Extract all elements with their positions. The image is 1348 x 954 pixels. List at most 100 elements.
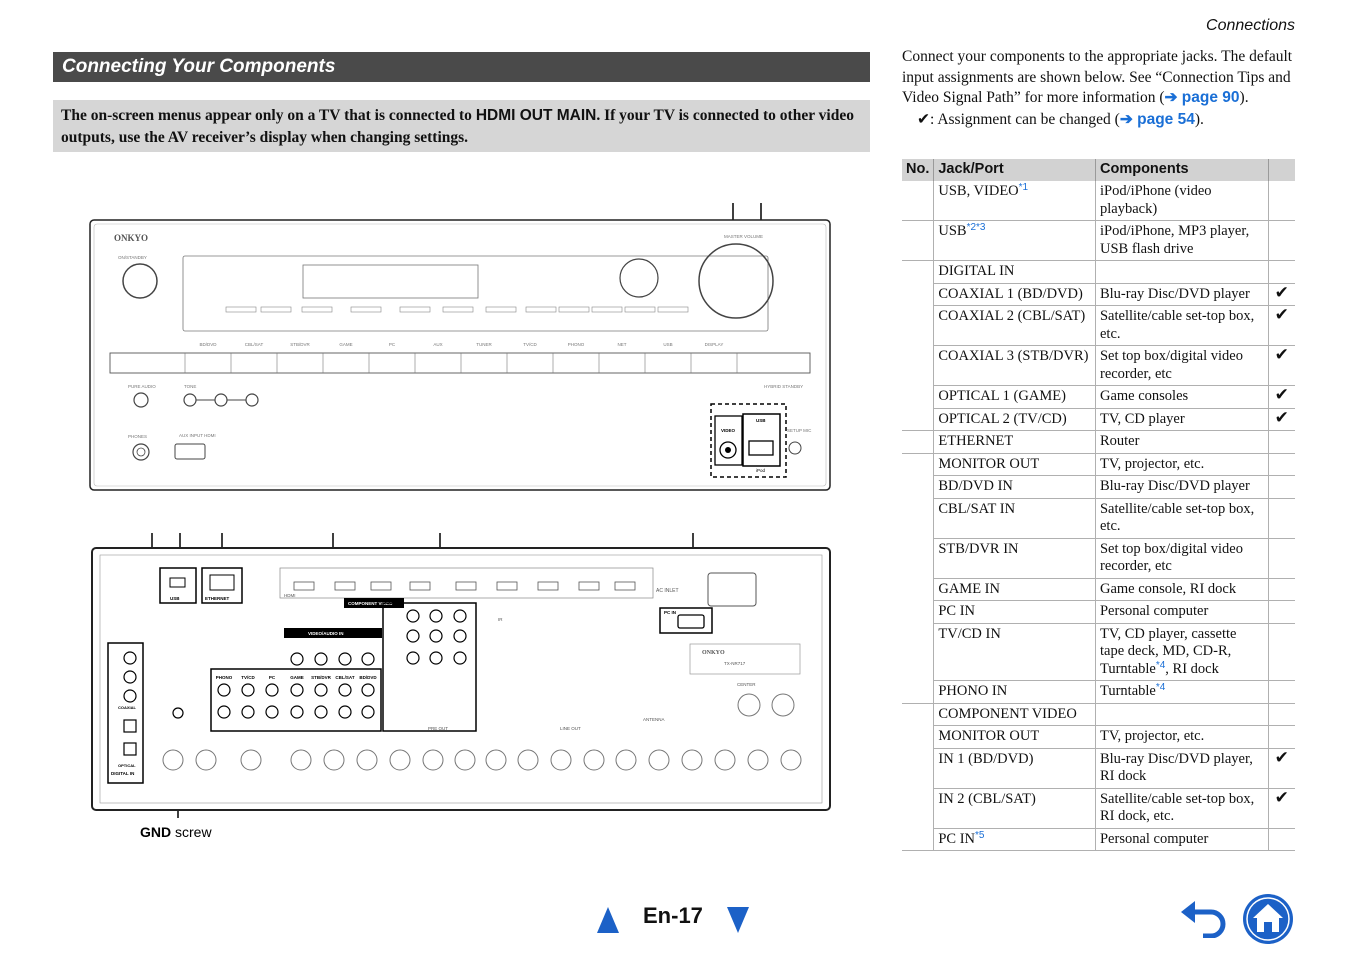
checkmark-icon: ✔ (1267, 408, 1295, 431)
footnote-ref[interactable]: *5 (975, 829, 985, 841)
row-check (1267, 578, 1295, 601)
row-jack: BD/DVD IN (933, 475, 1096, 499)
front-brand: ONKYO (114, 233, 148, 243)
rear-model: TX-NR717 (724, 661, 746, 666)
page-number: En-17 (643, 903, 703, 928)
row-components: TV, projector, etc. (1094, 725, 1269, 749)
jack-label: ETHERNET (938, 433, 1014, 449)
row-number (902, 430, 934, 454)
note-prefix: ✔: Assignment can be changed ( (917, 110, 1120, 128)
jack-label: BD/DVD IN (938, 478, 1013, 494)
row-number (902, 538, 934, 578)
svg-text:GAME: GAME (339, 342, 352, 347)
row-check (1267, 181, 1295, 221)
row-jack: COAXIAL 3 (STB/DVR) (933, 345, 1096, 386)
intro-body: Connect your components to the appropria… (902, 48, 1293, 106)
row-number (902, 726, 934, 749)
row-components: iPod/iPhone (video playback) (1094, 181, 1269, 221)
row-jack: STB/DVR IN (933, 538, 1096, 579)
svg-text:GAME: GAME (290, 675, 304, 680)
row-jack: COMPONENT VIDEO (933, 703, 1096, 726)
row-jack: USB, VIDEO*1 (933, 181, 1096, 221)
row-jack: IN 2 (CBL/SAT) (933, 788, 1096, 829)
row-number (902, 623, 934, 681)
page-54-link[interactable]: ➔ page 54 (1119, 110, 1195, 128)
row-components: Turntable*4 (1094, 680, 1269, 704)
svg-text:PC: PC (389, 342, 396, 347)
row-jack: DIGITAL IN (933, 260, 1096, 284)
row-check (1267, 260, 1295, 284)
row-components: Satellite/cable set-top box, etc. (1094, 498, 1269, 539)
footnote-ref[interactable]: *4 (1155, 682, 1166, 693)
jack-label: CBL/SAT IN (938, 500, 1016, 517)
row-jack: PHONO IN (933, 680, 1096, 704)
table-row: COAXIAL 2 (CBL/SAT)Satellite/cable set-t… (902, 305, 1295, 346)
pre-out-label: PRE OUT (428, 726, 448, 731)
row-components: Satellite/cable set-top box, RI dock, et… (1094, 788, 1269, 829)
table-row: PHONO IN Turntable*4 (902, 680, 1295, 704)
footnote-ref[interactable]: *2*3 (966, 222, 986, 233)
row-components: Set top box/digital video recorder, etc (1094, 345, 1269, 386)
row-number (902, 283, 934, 306)
master-volume-label: MASTER VOLUME (724, 234, 763, 239)
tone-label: TONE (184, 384, 196, 389)
checkmark-icon: ✔ (1267, 305, 1295, 346)
row-jack: ETHERNET (933, 430, 1096, 454)
jack-label: COMPONENT VIDEO (938, 705, 1077, 722)
row-check (1267, 623, 1295, 681)
row-components: TV, CD player, cassette tape deck, MD, C… (1094, 623, 1269, 681)
footnote-ref[interactable]: *1 (1018, 182, 1029, 193)
table-row: OPTICAL 1 (GAME)Game consoles✔ (902, 385, 1295, 409)
row-check (1267, 600, 1295, 624)
prev-page-arrow-icon[interactable] (597, 907, 619, 933)
table-row: COAXIAL 3 (STB/DVR)Set top box/digital v… (902, 345, 1295, 386)
row-jack: CBL/SAT IN (933, 498, 1096, 539)
table-row: BD/DVD IN Blu-ray Disc/DVD player (902, 475, 1295, 499)
row-number (902, 476, 934, 499)
table-row: IN 2 (CBL/SAT)Satellite/cable set-top bo… (902, 788, 1295, 829)
row-number (902, 828, 934, 851)
row-components: Satellite/cable set-top box, etc. (1094, 305, 1269, 346)
svg-text:BD/DVD: BD/DVD (199, 342, 217, 347)
intro-end: ). (1239, 89, 1249, 106)
col-components: Components (1094, 159, 1269, 181)
next-page-arrow-icon[interactable] (727, 907, 749, 933)
note-end: ). (1194, 110, 1204, 128)
page-90-link[interactable]: ➔ page 90 (1164, 89, 1240, 106)
row-jack: COAXIAL 1 (BD/DVD) (933, 283, 1096, 306)
jack-label: MONITOR OUT (938, 455, 1040, 472)
table-row: DIGITAL IN (902, 260, 1295, 284)
svg-text:TUNER: TUNER (476, 342, 492, 347)
svg-text:TV/CD: TV/CD (523, 342, 537, 347)
jack-label: DIGITAL IN (938, 263, 1015, 279)
svg-text:PHONO: PHONO (568, 342, 585, 347)
back-arrow-icon[interactable] (1181, 898, 1231, 938)
row-check (1267, 498, 1295, 539)
jack-label: PC IN (938, 830, 976, 847)
row-components: Blu-ray Disc/DVD player (1094, 475, 1269, 499)
jack-label: STB/DVR IN (938, 540, 1019, 557)
front-video-label: VIDEO (721, 428, 736, 433)
ir-label: IR (498, 617, 503, 622)
component-video-label: COMPONENT VIDEO (348, 601, 393, 606)
center-label: CENTER (737, 682, 756, 687)
setup-mic-label: SETUP MIC (787, 428, 812, 433)
notice-keyword: HDMI OUT MAIN (475, 107, 597, 124)
row-number (902, 578, 934, 601)
row-jack: MONITOR OUT (933, 725, 1096, 749)
row-number (902, 220, 934, 261)
checkmark-icon: ✔ (1267, 748, 1295, 789)
rear-usb-label: USB (170, 596, 180, 601)
home-icon[interactable] (1242, 893, 1294, 945)
row-number (902, 181, 934, 221)
row-components: Game console, RI dock (1094, 578, 1269, 601)
row-check (1267, 220, 1295, 261)
footnote-ref[interactable]: *4 (1155, 659, 1166, 671)
col-check (1267, 159, 1295, 181)
row-jack: COAXIAL 2 (CBL/SAT) (933, 305, 1096, 346)
pure-audio-label: PURE AUDIO (128, 384, 156, 389)
jack-label: PHONO IN (938, 683, 1008, 699)
